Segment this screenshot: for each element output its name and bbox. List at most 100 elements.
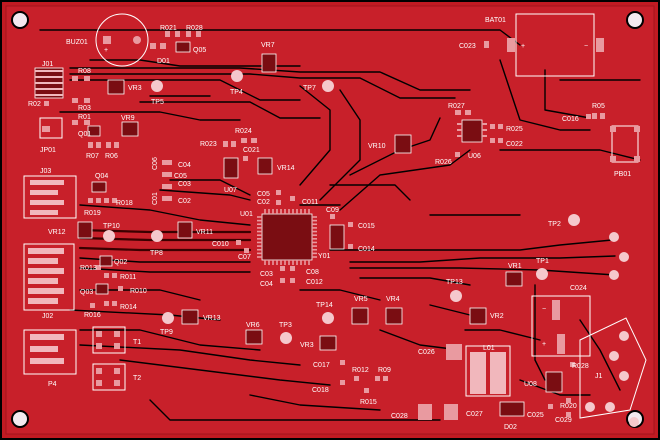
svg-text:T2: T2 (133, 375, 141, 382)
resistor-r07: R07 (86, 142, 101, 160)
svg-text:R021: R021 (160, 25, 177, 32)
svg-text:C012: C012 (306, 279, 323, 286)
resistor-r016: R016 (84, 303, 101, 319)
u01-pin (300, 260, 302, 265)
label-tp10: TP10 (103, 223, 120, 230)
svg-text:C025: C025 (527, 412, 544, 419)
svg-text:VR3: VR3 (128, 85, 142, 92)
label-tp2: TP2 (548, 221, 561, 228)
svg-text:VR5: VR5 (354, 296, 368, 303)
regulator-vr13: VR13 (181, 309, 221, 325)
svg-text:U08: U08 (524, 381, 537, 388)
resistor-r09: R09 (375, 367, 391, 381)
capacitor-c04-low: C04 (260, 278, 285, 288)
svg-text:R02: R02 (28, 101, 41, 108)
svg-text:C010: C010 (212, 241, 229, 248)
testpoint-tp10 (103, 230, 115, 242)
transistor-q01: Q01 (78, 125, 101, 138)
svg-text:R08: R08 (78, 68, 91, 75)
u01-pin (257, 219, 262, 222)
u01-pin (280, 260, 282, 265)
svg-text:C017: C017 (313, 362, 330, 369)
u01-pin (257, 238, 262, 240)
regulator-vr6: VR6 (245, 322, 263, 345)
svg-text:R025: R025 (506, 126, 523, 133)
u01-pin (276, 260, 278, 265)
svg-text:C024: C024 (570, 285, 587, 292)
resistor-r01: R01 (72, 114, 91, 125)
svg-text:Q01: Q01 (78, 131, 91, 138)
svg-text:+: + (542, 341, 546, 348)
u01-pin (312, 241, 317, 244)
svg-text:C04: C04 (260, 281, 273, 288)
testpoint-tp9 (162, 312, 174, 324)
capacitor-c02-u01: C02 (257, 199, 281, 206)
capacitor-c014: C014 (348, 244, 375, 253)
resistor-r023: R023 (200, 141, 236, 148)
svg-text:VR2: VR2 (490, 313, 504, 320)
svg-text:R028: R028 (186, 25, 203, 32)
label-c06: C06 (152, 157, 159, 170)
resistor-r027: R027 (448, 103, 471, 115)
regulator-vr14: VR14 (257, 157, 295, 175)
label-tp14: TP14 (316, 302, 333, 309)
connector-p4: P4 (23, 329, 77, 388)
buzzer-plus: + (104, 47, 108, 54)
resistor-r015: R015 (360, 388, 377, 406)
label-tp7: TP7 (303, 85, 316, 92)
u01-pin (296, 209, 298, 214)
u01-pin (268, 209, 270, 214)
regulator-vr1: VR1 (505, 263, 523, 287)
svg-text:R09: R09 (378, 367, 391, 374)
svg-text:J01: J01 (42, 61, 53, 68)
u01-pin (312, 223, 317, 226)
capacitor-c09: C09 (326, 207, 339, 219)
svg-text:C015: C015 (358, 223, 375, 230)
svg-text:Q02: Q02 (114, 259, 127, 266)
label-tp4: TP4 (230, 89, 243, 96)
capacitor-c016-top: C016 (562, 114, 591, 123)
regulator-vr7: VR7 (261, 42, 277, 73)
capacitor-c07: C07 (238, 248, 251, 261)
resistor-r05: R05 (592, 103, 605, 119)
svg-text:R027: R027 (448, 103, 465, 110)
resistor-r019: R019 (84, 198, 101, 217)
resistor-r06: R06 (105, 142, 119, 160)
capacitor-c023: C023 (459, 41, 489, 50)
svg-text:D01: D01 (157, 58, 170, 65)
diode-d02: D02 (499, 401, 525, 431)
svg-text:R06: R06 (105, 153, 118, 160)
svg-text:U01: U01 (240, 211, 253, 218)
capacitor-c02-mid: C02 (167, 196, 191, 205)
u01-pin (304, 209, 306, 214)
capacitor-c015: C015 (348, 222, 375, 230)
testpoint-tp3 (280, 332, 292, 344)
svg-text:C02: C02 (257, 199, 270, 206)
mounting-hole-tl (11, 11, 29, 29)
svg-text:VR7: VR7 (261, 42, 275, 49)
copper-pour (5, 5, 655, 435)
svg-text:R07: R07 (86, 153, 99, 160)
capacitor-c029: C029 (555, 412, 572, 424)
pad-right-1 (609, 232, 619, 242)
resistor-r02: R02 (28, 101, 49, 108)
connector-j02: J02 (23, 243, 75, 320)
svg-text:R014: R014 (120, 304, 137, 311)
svg-text:Q03: Q03 (80, 289, 93, 296)
resistor-r03: R03 (72, 98, 91, 112)
resistor-r024: R024 (235, 128, 257, 143)
resistor-r014: R014 (104, 301, 137, 311)
diode-d01: D01 (150, 43, 170, 65)
mounting-hole-tr (626, 11, 644, 29)
svg-text:VR1: VR1 (508, 263, 522, 270)
svg-text:R010: R010 (130, 288, 147, 295)
svg-text:VR10: VR10 (368, 143, 386, 150)
u01-pin (257, 227, 262, 229)
svg-text:R024: R024 (235, 128, 252, 135)
svg-text:C014: C014 (358, 246, 375, 253)
pushbutton-pb01: PB01 (610, 125, 640, 178)
mounting-hole-bl (11, 410, 29, 428)
u01-pin (284, 260, 286, 265)
u01-pin (257, 248, 262, 251)
u01-pin (312, 245, 317, 247)
